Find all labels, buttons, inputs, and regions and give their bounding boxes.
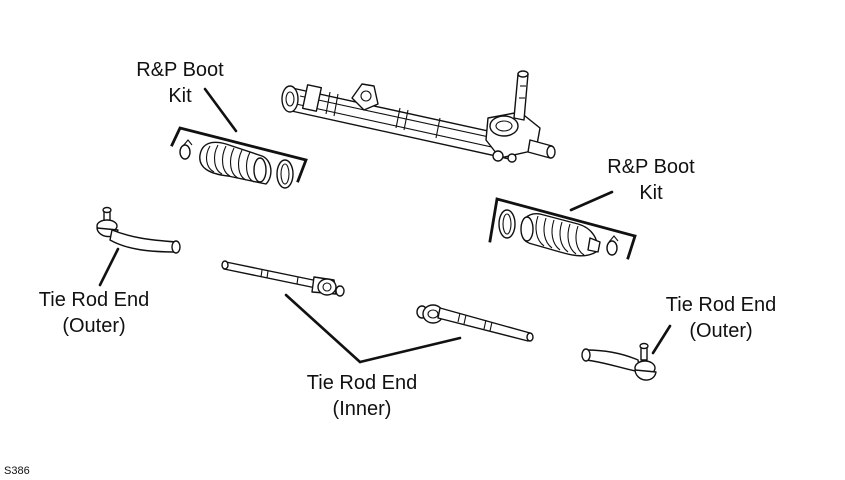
leader-boot-kit-right [569, 190, 614, 212]
tie-rod-inner-left-part [221, 260, 345, 297]
svg-text:(Inner): (Inner) [333, 398, 392, 420]
svg-text:(Outer): (Outer) [62, 315, 125, 337]
svg-text:Tie Rod End: Tie Rod End [39, 289, 149, 311]
svg-text:R&P Boot: R&P Boot [607, 156, 695, 178]
clamp-ring-icon [498, 209, 516, 239]
leader-boot-kit-left [203, 87, 238, 133]
leader-tie-rod-outer-right [651, 324, 672, 355]
figure-code: S386 [4, 465, 30, 477]
steering-rack-assembly [281, 70, 556, 163]
tie-rod-inner-right-part [416, 304, 534, 342]
label-tie-rod-outer-left: Tie Rod End (Outer) [39, 289, 149, 337]
label-boot-kit-right: R&P Boot Kit [607, 156, 695, 204]
svg-text:Kit: Kit [168, 85, 192, 107]
bellows-boot-icon [199, 141, 272, 185]
svg-text:(Outer): (Outer) [689, 320, 752, 342]
tie-rod-end-outer-left-part [96, 206, 181, 254]
leader-tie-rod-inner-left [284, 293, 362, 364]
small-clamp-icon [606, 235, 619, 256]
small-clamp-icon [179, 139, 193, 160]
clamp-ring-icon [276, 159, 294, 189]
leader-tie-rod-outer-left [98, 247, 120, 287]
svg-text:Tie Rod End: Tie Rod End [666, 294, 776, 316]
label-tie-rod-inner: Tie Rod End (Inner) [307, 372, 417, 420]
svg-text:R&P Boot: R&P Boot [136, 59, 224, 81]
bracket-right [488, 197, 637, 260]
label-boot-kit-left: R&P Boot Kit [136, 59, 224, 107]
boot-kit-left-parts [170, 126, 308, 189]
svg-text:Kit: Kit [639, 182, 663, 204]
bracket-left [170, 126, 308, 183]
tie-rod-end-outer-right-part [581, 342, 657, 381]
label-tie-rod-outer-right: Tie Rod End (Outer) [666, 294, 776, 342]
bellows-boot-icon [520, 213, 601, 257]
boot-kit-right-parts [488, 197, 637, 260]
svg-text:Tie Rod End: Tie Rod End [307, 372, 417, 394]
leader-tie-rod-inner-right [358, 336, 462, 364]
